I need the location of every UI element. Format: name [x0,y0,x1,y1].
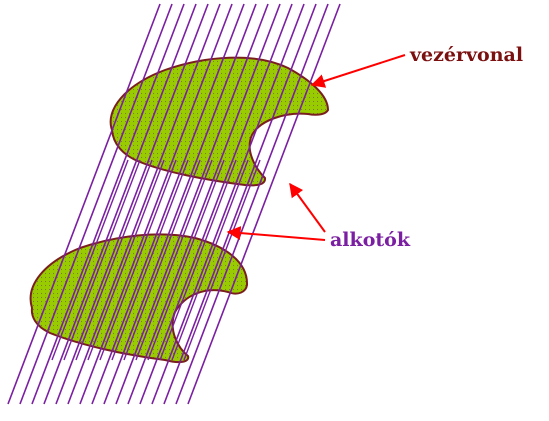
generator-arrow-upper [289,182,326,233]
generator-line [163,3,317,405]
directrix-label: vezérvonal [409,44,523,66]
generator-lines [7,3,341,405]
generator-line [135,159,213,361]
generator-line [91,3,245,405]
generators-label: alkotók [330,229,411,251]
generator-line [43,3,197,405]
generator-line [111,159,189,361]
generator-line [7,3,161,405]
generator-line [87,159,165,361]
generator-line [67,3,221,405]
generator-line [63,159,141,361]
generator-line [79,3,233,405]
generator-line [103,3,257,405]
generator-line [171,159,249,361]
generator-line [151,3,305,405]
generator-line [183,159,261,361]
generator-line [31,3,185,405]
generator-line [99,159,177,361]
generator-line [159,159,237,361]
generator-line [123,159,201,361]
generator-line [19,3,173,405]
generator-arrow-lower [226,226,326,241]
generator-line [175,3,329,405]
directrix-arrow [310,54,406,88]
generator-line [51,159,129,361]
generator-line [75,159,153,361]
generator-line [187,3,341,405]
generator-line [115,3,269,405]
generator-line [127,3,281,405]
generator-line [55,3,209,405]
generator-line [147,159,225,361]
generator-line [139,3,293,405]
